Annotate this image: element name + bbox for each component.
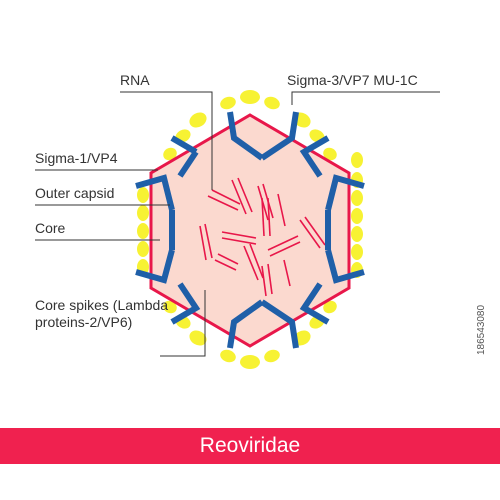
sigma3-blob (351, 152, 363, 168)
sigma3-blob (264, 349, 280, 363)
outer-capsid-bracket (135, 174, 175, 211)
rna-strand (269, 241, 301, 257)
sigma3-blob (163, 147, 177, 161)
rna-strand (221, 231, 257, 239)
rna-strand (277, 193, 286, 227)
sigma3-blob (137, 223, 149, 239)
rna-strand (221, 237, 257, 245)
banner-title: Reoviridae (199, 434, 301, 457)
outer-capsid-bracket (177, 150, 199, 178)
label-rna: RNA (120, 72, 150, 88)
rna-strand (199, 225, 207, 261)
rna-strand (237, 177, 253, 213)
outer-capsid-bracket (170, 282, 201, 325)
sigma3-blob (351, 244, 363, 260)
sigma3-blob (264, 96, 280, 110)
rna-strands (199, 177, 326, 297)
side-code: 186543080 (476, 304, 487, 355)
rna-strand (211, 189, 241, 205)
outer-capsid-bracket (299, 282, 330, 325)
rna-strand (267, 197, 271, 237)
rna-strand (304, 216, 326, 246)
rna-strand (243, 245, 259, 281)
outer-capsid-bracket (260, 299, 299, 349)
core-spikes-leader (160, 290, 206, 357)
sigma3-blob (351, 190, 363, 206)
sigma3-blob (240, 355, 260, 369)
sigma3-blob (137, 205, 149, 221)
label-sigma1: Sigma-1/VP4 (35, 150, 118, 166)
sigma3-blob (137, 241, 149, 257)
rna-strand (249, 243, 264, 279)
label-sigma3: Sigma-3/VP7 MU-1C (287, 72, 418, 88)
label-outer-capsid: Outer capsid (35, 185, 115, 201)
rna-strand (207, 195, 239, 211)
rna-strand (299, 219, 321, 249)
label-core: Core (35, 220, 66, 236)
rna-strand (267, 263, 273, 295)
leader-lines (35, 91, 440, 357)
outer-capsid-bracket (227, 111, 264, 161)
core-hexagon (149, 113, 351, 348)
rna-leader (120, 91, 213, 190)
outer-capsid-bracket (170, 135, 198, 155)
sigma3-blob (323, 300, 337, 314)
sigma3-blob (351, 226, 363, 242)
sigma3-blob (220, 349, 236, 363)
rna-strand (231, 179, 247, 215)
rna-strand (267, 235, 299, 251)
rna-strand (283, 259, 291, 287)
sigma3-blob (189, 330, 207, 346)
outer-capsid-bracket (325, 174, 365, 211)
outer-capsid-brackets (135, 111, 365, 349)
label-core-spikes: Core spikes (Lambda proteins-2/VP6) (35, 297, 169, 330)
sigma3-blob (351, 208, 363, 224)
rna-strand (217, 253, 239, 265)
rna-strand (204, 223, 213, 259)
sigma3-blob (240, 90, 260, 104)
outer-capsid-bracket (135, 249, 175, 284)
outer-capsid-bracket (325, 249, 365, 284)
outer-capsid-bracket (299, 135, 330, 178)
sigma3-blob (220, 96, 236, 110)
outer-capsid-bracket (227, 299, 264, 349)
rna-strand (261, 197, 265, 237)
rna-strand (261, 265, 267, 297)
rna-strand (214, 259, 237, 271)
title-banner: Reoviridae (0, 428, 500, 464)
sigma3-blob (137, 187, 149, 203)
sigma3-leader (291, 91, 440, 105)
sigma3-blob (163, 300, 177, 314)
sigma3-blob (189, 112, 207, 128)
outer-capsid-bracket (260, 111, 299, 161)
sigma3-blob (323, 147, 337, 161)
